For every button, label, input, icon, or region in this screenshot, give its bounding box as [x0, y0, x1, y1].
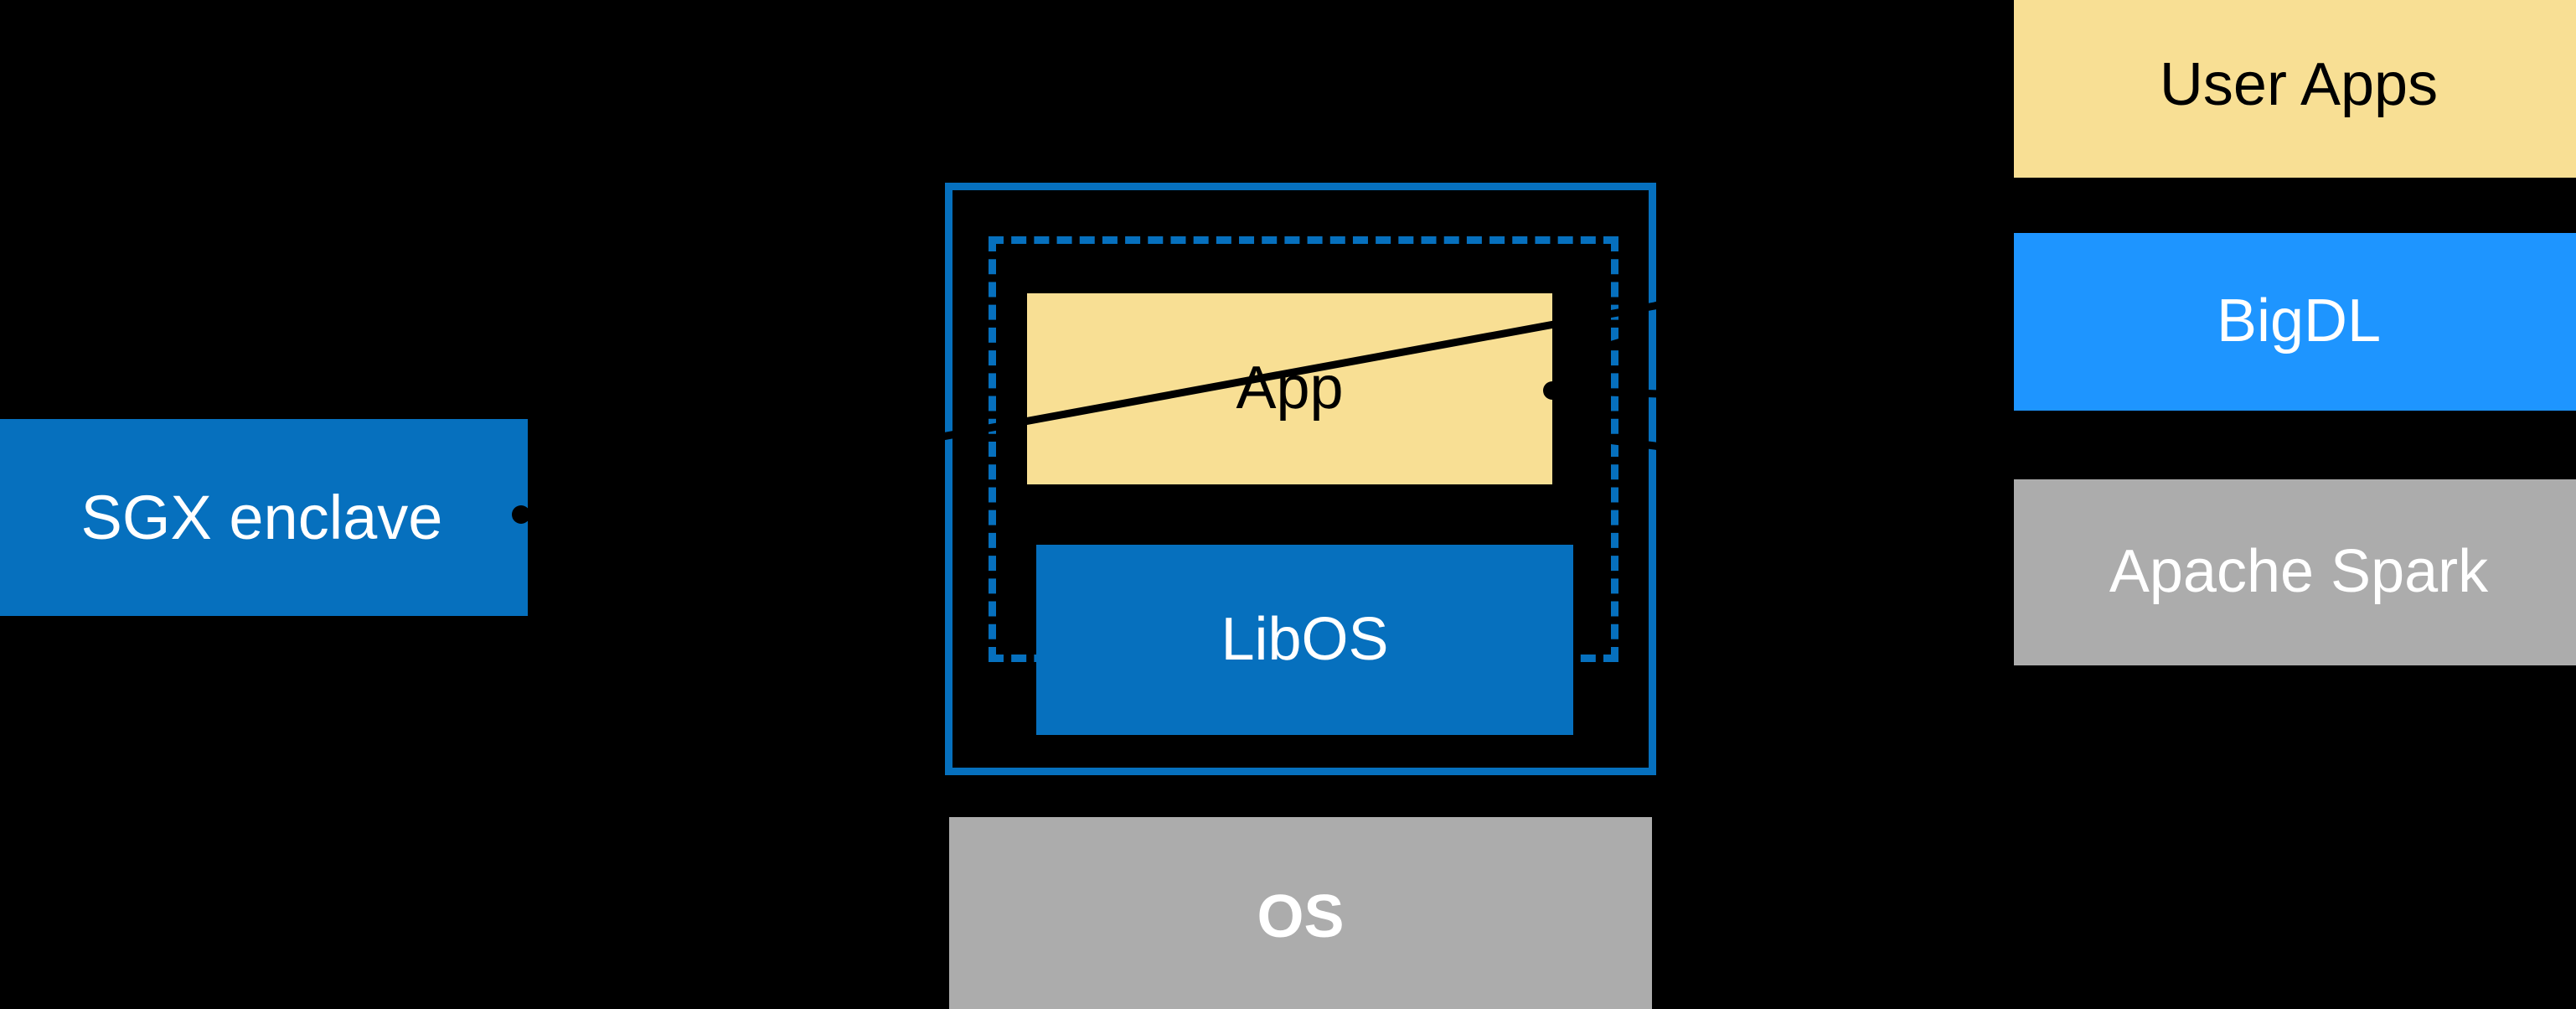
- os-label: OS: [1257, 883, 1345, 951]
- user-apps-label: User Apps: [2159, 51, 2439, 119]
- app-box: App: [1027, 293, 1552, 484]
- user-apps-box: User Apps: [2014, 0, 2576, 178]
- bigdl-label: BigDL: [2216, 287, 2382, 355]
- bigdl-box: BigDL: [2014, 233, 2576, 411]
- app-label: App: [1236, 354, 1344, 422]
- apache-spark-label: Apache Spark: [2109, 538, 2489, 606]
- os-box: OS: [949, 817, 1652, 1009]
- libos-label: LibOS: [1221, 605, 1389, 673]
- libos-box: LibOS: [1036, 545, 1573, 735]
- sgx-enclave-box: SGX enclave: [0, 419, 528, 616]
- apache-spark-box: Apache Spark: [2014, 479, 2576, 665]
- sgx-enclave-label: SGX enclave: [80, 482, 443, 552]
